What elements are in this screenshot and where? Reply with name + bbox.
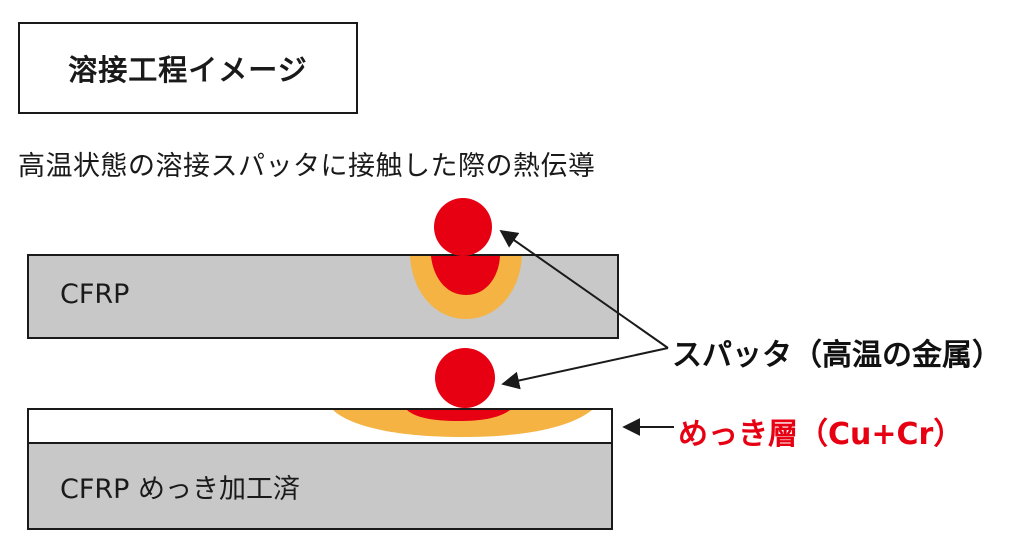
spatter-arrow-top <box>499 229 669 349</box>
diagram-subtitle: 高温状態の溶接スパッタに接触した際の熱伝導 <box>18 151 596 182</box>
plating-heat-zone <box>333 410 592 437</box>
spatter-callout-label: スパッタ（高温の金属） <box>672 338 1002 373</box>
spatter-droplet-top <box>434 198 492 256</box>
spatter-droplet-bottom <box>435 348 495 408</box>
cfrp-plated-label: CFRP めっき加工済 <box>60 474 301 505</box>
diagram-title: 溶接工程イメージ <box>68 53 308 87</box>
plating-callout-label: めっき層（Cu+Cr） <box>678 417 964 452</box>
plating-spatter-contact <box>407 410 510 421</box>
cfrp-label: CFRP <box>60 279 130 310</box>
cfrp-embedded-spatter <box>431 256 500 295</box>
spatter-arrow-bottom <box>501 347 669 390</box>
cfrp-plated-panel <box>27 442 613 530</box>
title-box: 溶接工程イメージ <box>18 22 358 114</box>
